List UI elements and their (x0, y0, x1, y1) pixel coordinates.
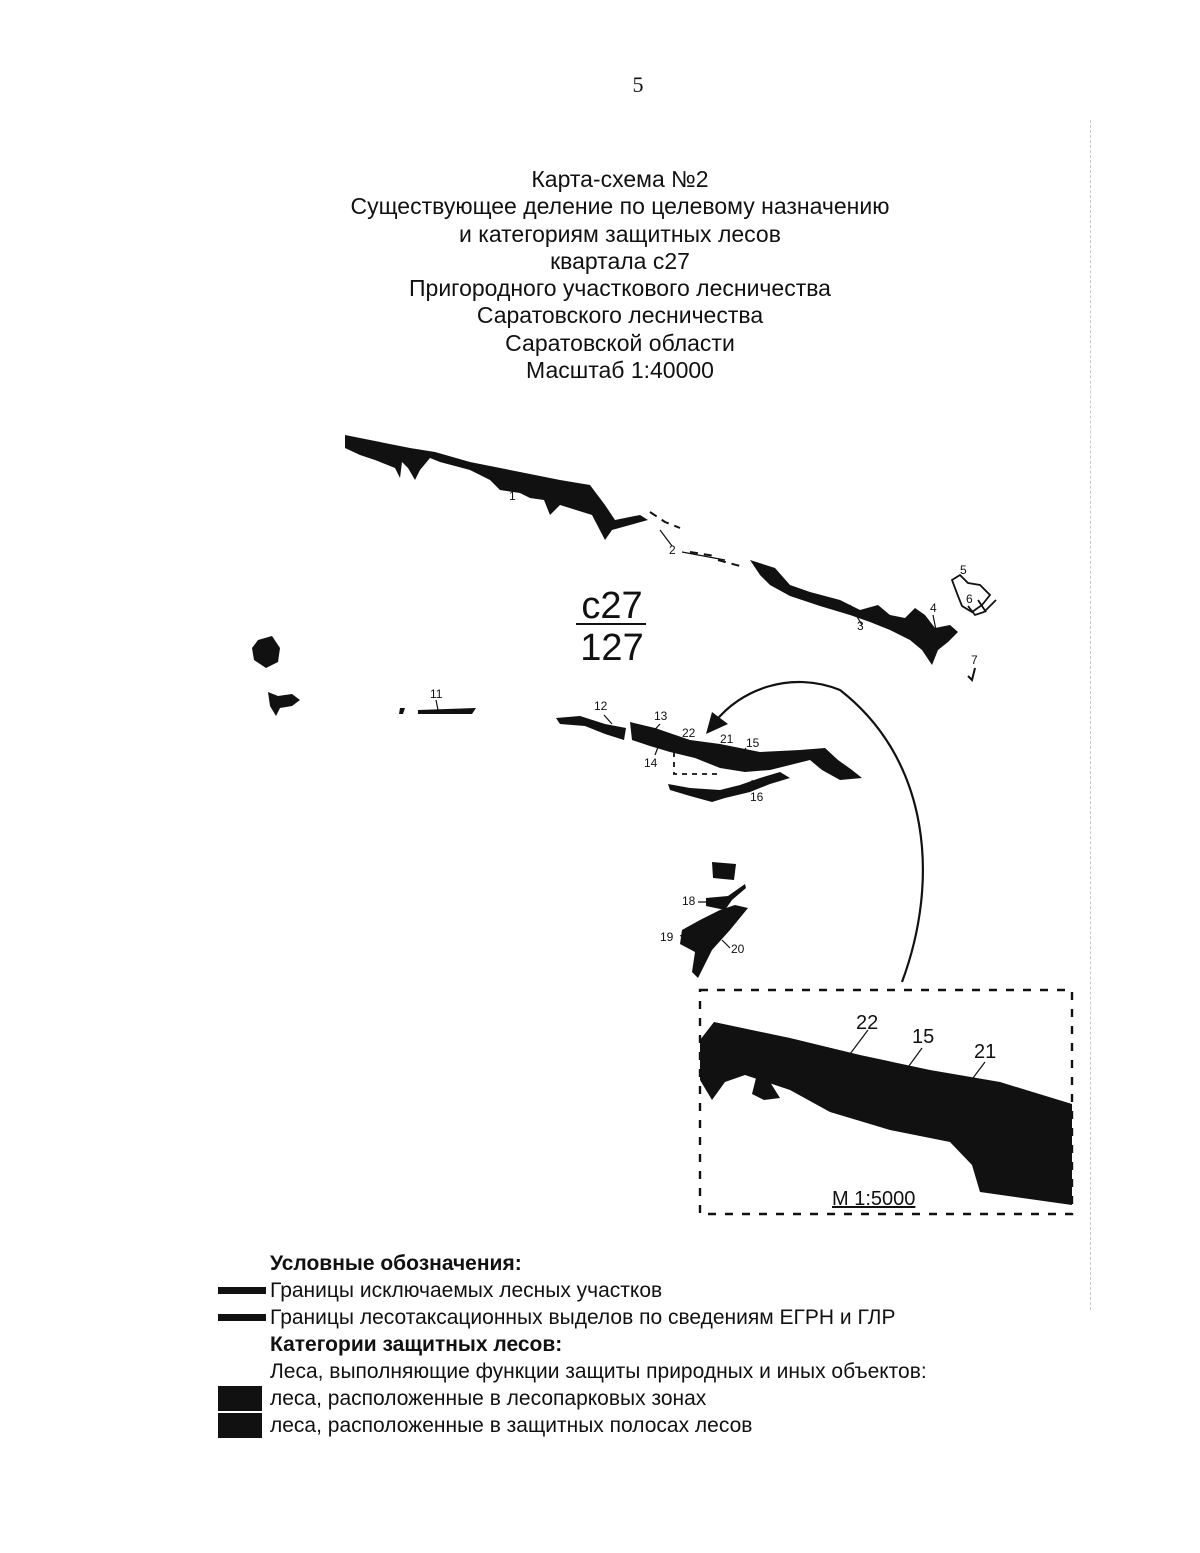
legend-label: леса, расположенные в лесопарковых зонах (270, 1387, 707, 1410)
inset-scale: М 1:5000 (832, 1188, 916, 1210)
plot-pointers (603, 714, 755, 791)
plot-pointers (679, 901, 731, 949)
inset-parcel-shape (752, 1078, 780, 1100)
plot-11-pointer (435, 699, 439, 711)
legend-categories-title: Категории защитных лесов: (270, 1333, 563, 1356)
title-line: Существующее деление по целевому назначе… (350, 193, 890, 220)
plot-label: 2 (669, 543, 676, 557)
plot-1-shape (345, 435, 648, 540)
plot-label: 19 (660, 930, 674, 944)
inset-label: 22 (856, 1012, 879, 1034)
plot-2-pointer (659, 529, 726, 561)
legend-fill-swatch (218, 1386, 262, 1411)
plot-7-shape (967, 667, 976, 682)
title-line: Пригородного участкового лесничества (409, 275, 831, 302)
plot-19-shape (680, 905, 748, 978)
quarter-number: с27 (581, 585, 643, 627)
title-line: Саратовского лесничества (476, 302, 764, 329)
legend-item-protective-strips: леса, расположенные в защитных полосах л… (218, 1412, 1118, 1439)
isolated-parcel (268, 692, 300, 716)
plot-label: 5 (960, 563, 967, 577)
legend-categories-subtitle: Леса, выполняющие функции защиты природн… (270, 1360, 927, 1383)
plot-2-shape (649, 511, 741, 567)
plot-12-shape (556, 716, 626, 740)
plot-label: 14 (644, 756, 658, 770)
legend-label: Границы лесотаксационных выделов по свед… (270, 1306, 896, 1329)
legend-fill-swatch (218, 1413, 262, 1438)
legend-line-swatch (218, 1314, 266, 1321)
map-scale: Масштаб 1:40000 (526, 357, 714, 384)
isolated-parcel (252, 636, 280, 668)
plot-label: 18 (682, 894, 696, 908)
plot-11-shape (418, 708, 476, 714)
plot-label: 21 (720, 732, 734, 746)
plot-13-shape (630, 722, 862, 780)
plot-label: 11 (430, 687, 443, 701)
inset-pointers (849, 1029, 986, 1083)
legend: Условные обозначения: Границы исключаемы… (218, 1250, 1118, 1439)
inset-parcel-shape (700, 1022, 1072, 1205)
map-title: Карта-схема №2 Существующее деление по ц… (300, 166, 940, 384)
quarter-area: 127 (580, 627, 644, 669)
legend-label: леса, расположенные в защитных полосах л… (270, 1414, 753, 1437)
inset-label: 15 (912, 1026, 935, 1048)
legend-label: Границы исключаемых лесных участков (270, 1279, 663, 1302)
title-line: Карта-схема №2 (531, 166, 709, 192)
inset-frame (698, 988, 1074, 1216)
legend-item-egrn: Границы лесотаксационных выделов по свед… (218, 1304, 1118, 1331)
plot-16-shape (668, 772, 790, 802)
plot-label: 7 (971, 653, 978, 667)
plot-18-shape (706, 884, 746, 910)
legend-line-swatch (218, 1287, 266, 1294)
page-number: 5 (632, 72, 644, 97)
plot-5-shape (950, 573, 992, 614)
inset-source-box (673, 752, 720, 775)
plot-label: 4 (930, 601, 937, 615)
legend-title: Условные обозначения: (270, 1252, 522, 1275)
title-line: квартала с27 (550, 247, 690, 274)
scan-edge-line (1090, 120, 1092, 1310)
plot-3-pointer (849, 604, 863, 626)
plot-label: 1 (509, 489, 516, 503)
inset-arrow-head (706, 712, 728, 734)
plot-label: 3 (857, 619, 864, 633)
title-line: и категориям защитных лесов (459, 220, 781, 247)
inset-arrow (714, 680, 924, 983)
inset-label: 21 (974, 1041, 997, 1063)
title-line: Саратовской области (505, 329, 735, 356)
isolated-parcel (712, 862, 736, 880)
legend-item-excluded: Границы исключаемых лесных участков (218, 1277, 1118, 1304)
plot-label: 22 (682, 726, 696, 740)
plot-label: 13 (654, 709, 668, 723)
legend-item-forest-park: леса, расположенные в лесопарковых зонах (218, 1385, 1118, 1412)
plot-6-shape (967, 599, 997, 617)
isolated-parcel (399, 708, 405, 714)
plot-label: 6 (966, 592, 973, 606)
plot-label: 15 (746, 736, 760, 750)
plot-4-pointer (932, 614, 937, 631)
plot-label: 12 (594, 699, 608, 713)
plot-label: 16 (750, 790, 764, 804)
plot-label: 20 (731, 942, 745, 956)
